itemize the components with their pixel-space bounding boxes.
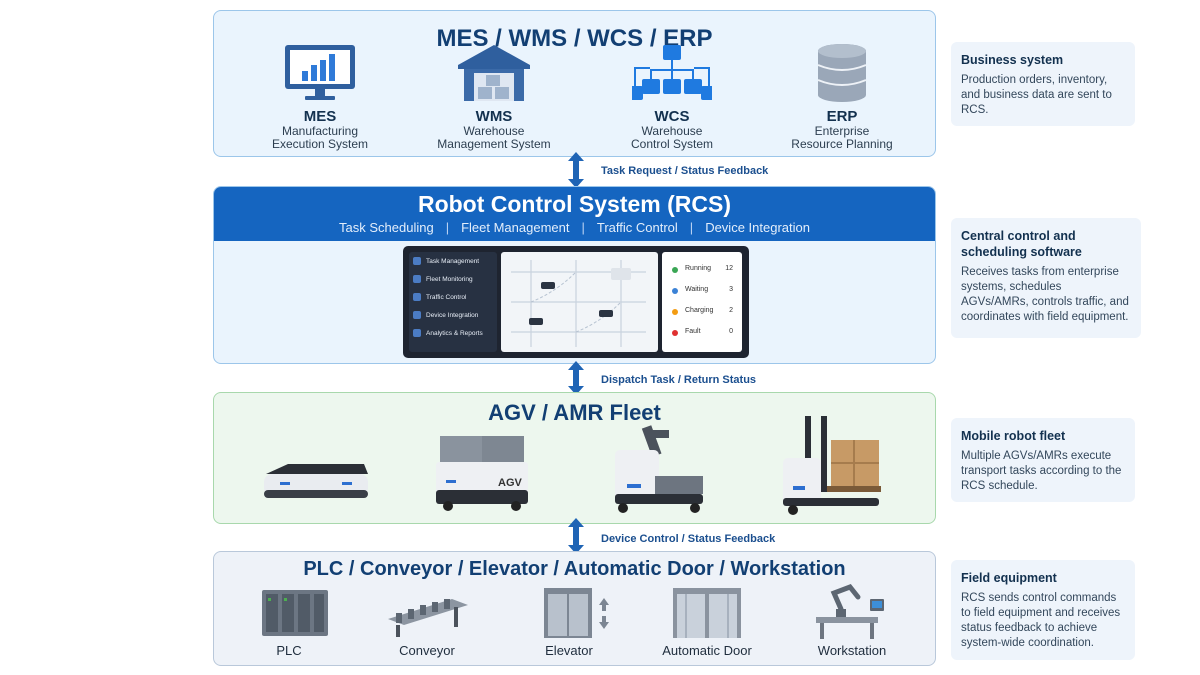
map-graphic [511, 260, 646, 347]
low-profile-amr-image [264, 464, 368, 498]
wcs-system: WCS Warehouse Control System [602, 43, 742, 151]
wms-desc-line1: Warehouse [463, 124, 525, 138]
wms-name: WMS [475, 108, 513, 125]
side-note-business-system: Business system Production orders, inven… [951, 42, 1135, 126]
side-note-body: Multiple AGVs/AMRs execute transport tas… [961, 450, 1122, 492]
side-note-central-control: Central control and scheduling software … [951, 218, 1141, 338]
wms-desc-line2: Management System [437, 137, 551, 151]
elevator-label: Elevator [545, 643, 593, 658]
mes-desc-line1: Manufacturing [281, 124, 359, 138]
erp-desc-line2: Resource Planning [791, 137, 893, 151]
wcs-desc-line2: Control System [630, 137, 714, 151]
wcs-name: WCS [654, 108, 690, 125]
forklift-amr-image [783, 416, 881, 515]
erp-desc-line1: Enterprise [814, 124, 870, 138]
elevator-icon [544, 588, 609, 638]
rcs-function-list: Task Scheduling|Fleet Management|Traffic… [339, 220, 810, 235]
connector-label-task-request: Task Request / Status Feedback [601, 165, 769, 177]
robot-arm-amr-image [615, 425, 703, 513]
device-icon [413, 311, 421, 319]
conveyor-label: Conveyor [399, 643, 455, 658]
rcs-function-task-scheduling: Task Scheduling [339, 220, 434, 235]
monitor-chart-icon [285, 45, 355, 100]
side-note-title: Central control and scheduling software [961, 229, 1082, 259]
charging-dot [672, 309, 678, 315]
menu-item-fleet-monitoring: Fleet Monitoring [409, 270, 497, 288]
analytics-icon [413, 329, 421, 337]
side-note-title: Mobile robot fleet [961, 429, 1066, 443]
running-dot [672, 267, 678, 273]
rcs-function-traffic-control: Traffic Control [596, 220, 678, 235]
plc-icon [262, 590, 328, 636]
mes-desc-line2: Execution System [271, 137, 369, 151]
side-note-body: Production orders, inventory, and busine… [961, 74, 1112, 116]
plc-label: PLC [276, 643, 302, 658]
side-note-title: Business system [961, 53, 1064, 67]
rcs-header: Robot Control System (RCS) Task Scheduli… [214, 187, 935, 241]
workstation-icon [816, 584, 884, 639]
erp-name: ERP [826, 108, 858, 125]
fleet-map [501, 252, 658, 352]
task-icon [413, 257, 421, 265]
connector-label-device-control: Device Control / Status Feedback [601, 533, 776, 545]
automatic-door-label: Automatic Door [662, 643, 752, 658]
rcs-function-fleet-management: Fleet Management [461, 220, 570, 235]
business-systems-panel: MES / WMS / WCS / ERP MES Manufacturing … [213, 10, 936, 157]
conveyor-icon [388, 599, 468, 637]
field-equipment-title: PLC / Conveyor / Elevator / Automatic Do… [303, 558, 846, 580]
erp-system: ERP Enterprise Resource Planning [772, 43, 912, 151]
side-note-body: RCS sends control commands to field equi… [961, 592, 1121, 649]
rcs-title: Robot Control System (RCS) [417, 191, 732, 217]
fleet-icon [413, 275, 421, 283]
dashboard-menu: Task Management Fleet Monitoring Traffic… [409, 252, 497, 352]
menu-item-device-integration: Device Integration [409, 306, 497, 324]
agv-with-crates-image: AGV [436, 436, 528, 511]
waiting-dot [672, 288, 678, 294]
side-note-body: Receives tasks from enterprise systems, … [961, 266, 1129, 323]
mes-name: MES [303, 108, 337, 125]
connector-label-dispatch-task: Dispatch Task / Return Status [601, 374, 757, 386]
menu-item-task-management: Task Management [409, 252, 497, 270]
side-note-mobile-robot-fleet: Mobile robot fleet Multiple AGVs/AMRs ex… [951, 418, 1135, 502]
menu-item-traffic-control: Traffic Control [409, 288, 497, 306]
double-arrow-icon [568, 518, 584, 554]
automatic-door-icon [673, 588, 741, 638]
database-icon [817, 44, 867, 102]
fault-dot [672, 330, 678, 336]
rcs-dashboard-monitor: Task Management Fleet Monitoring Traffic… [403, 246, 749, 358]
rcs-function-device-integration: Device Integration [705, 220, 810, 235]
warehouse-icon [458, 45, 530, 101]
wms-system: WMS Warehouse Management System [424, 43, 564, 151]
fleet-title: AGV / AMR Fleet [488, 400, 661, 425]
side-note-title: Field equipment [961, 571, 1057, 585]
mes-system: MES Manufacturing Execution System [250, 43, 390, 151]
wcs-desc-line1: Warehouse [641, 124, 703, 138]
traffic-icon [413, 293, 421, 301]
agv-label: AGV [498, 477, 523, 489]
menu-item-analytics: Analytics & Reports [409, 324, 497, 342]
hierarchy-icon [627, 45, 717, 100]
double-arrow-icon [568, 152, 584, 188]
workstation-label: Workstation [817, 643, 887, 658]
side-note-field-equipment: Field equipment RCS sends control comman… [951, 560, 1135, 660]
double-arrow-icon [568, 361, 584, 395]
